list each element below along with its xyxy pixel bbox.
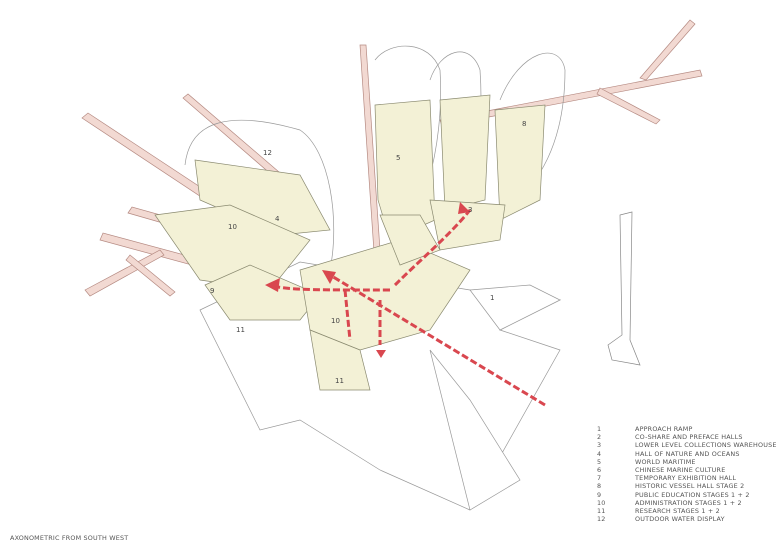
legend-item: 6 CHINESE MARINE CULTURE (597, 466, 777, 474)
label-12: 12 (263, 149, 272, 157)
legend-item: 7 TEMPORARY EXHIBITION HALL (597, 474, 777, 482)
legend-label: HISTORIC VESSEL HALL STAGE 2 (635, 482, 745, 491)
legend-num: 1 (597, 425, 602, 433)
halls (154, 94, 546, 391)
legend-num: 2 (597, 433, 602, 442)
legend-item: 12 OUTDOOR WATER DISPLAY (597, 515, 777, 523)
legend-item: 1 APPROACH RAMP (597, 425, 777, 433)
legend-label: TEMPORARY EXHIBITION HALL (635, 474, 737, 483)
legend-item: 8 HISTORIC VESSEL HALL STAGE 2 (597, 482, 777, 490)
legend-num: 9 (597, 490, 602, 499)
legend-label: HALL OF NATURE AND OCEANS (635, 449, 740, 458)
label-5: 5 (396, 154, 400, 162)
route-arrowheads (265, 202, 470, 358)
legend-num: 11 (597, 506, 606, 515)
legend: 1 APPROACH RAMP 2 CO-SHARE AND PREFACE HAL… (597, 425, 777, 523)
legend-label: CO-SHARE AND PREFACE HALLS (635, 433, 743, 442)
legend-item: 4 HALL OF NATURE AND OCEANS (597, 450, 777, 458)
legend-num: 3 (597, 441, 602, 450)
legend-num: 7 (597, 474, 602, 483)
ground-plate (199, 261, 562, 511)
legend-item: 9 PUBLIC EDUCATION STAGES 1 + 2 (597, 491, 777, 499)
legend-item: 11 RESEARCH STAGES 1 + 2 (597, 507, 777, 515)
label-4: 4 (275, 215, 280, 223)
label-8: 8 (522, 120, 526, 128)
legend-num: 12 (597, 515, 606, 524)
legend-item: 3 LOWER LEVEL COLLECTIONS WAREHOUSE (597, 441, 777, 449)
label-11a: 11 (236, 326, 245, 334)
label-10b: 10 (331, 317, 340, 325)
legend-num: 4 (597, 449, 602, 458)
legend-label: WORLD MARITIME (635, 457, 696, 466)
legend-item: 2 CO-SHARE AND PREFACE HALLS (597, 433, 777, 441)
label-11b: 11 (335, 377, 344, 385)
legend-num: 5 (597, 457, 602, 466)
label-10a: 10 (228, 223, 237, 231)
legend-label: CHINESE MARINE CULTURE (635, 465, 726, 474)
legend-num: 6 (597, 465, 602, 474)
tower-structure (607, 211, 641, 366)
label-1: 1 (490, 294, 494, 302)
label-3: 3 (468, 206, 472, 214)
legend-num: 10 (597, 498, 606, 507)
legend-item: 5 WORLD MARITIME (597, 458, 777, 466)
legend-label: ADMINISTRATION STAGES 1 + 2 (635, 498, 742, 507)
legend-label: PUBLIC EDUCATION STAGES 1 + 2 (635, 490, 750, 499)
legend-item: 10 ADMINISTRATION STAGES 1 + 2 (597, 499, 777, 507)
label-9: 9 (210, 287, 214, 295)
legend-label: APPROACH RAMP (635, 425, 693, 433)
legend-label: OUTDOOR WATER DISPLAY (635, 515, 725, 524)
legend-num: 8 (597, 482, 602, 491)
legend-label: RESEARCH STAGES 1 + 2 (635, 506, 720, 515)
drawing-caption: AXONOMETRIC FROM SOUTH WEST (10, 534, 129, 542)
legend-label: LOWER LEVEL COLLECTIONS WAREHOUSE (635, 441, 777, 450)
